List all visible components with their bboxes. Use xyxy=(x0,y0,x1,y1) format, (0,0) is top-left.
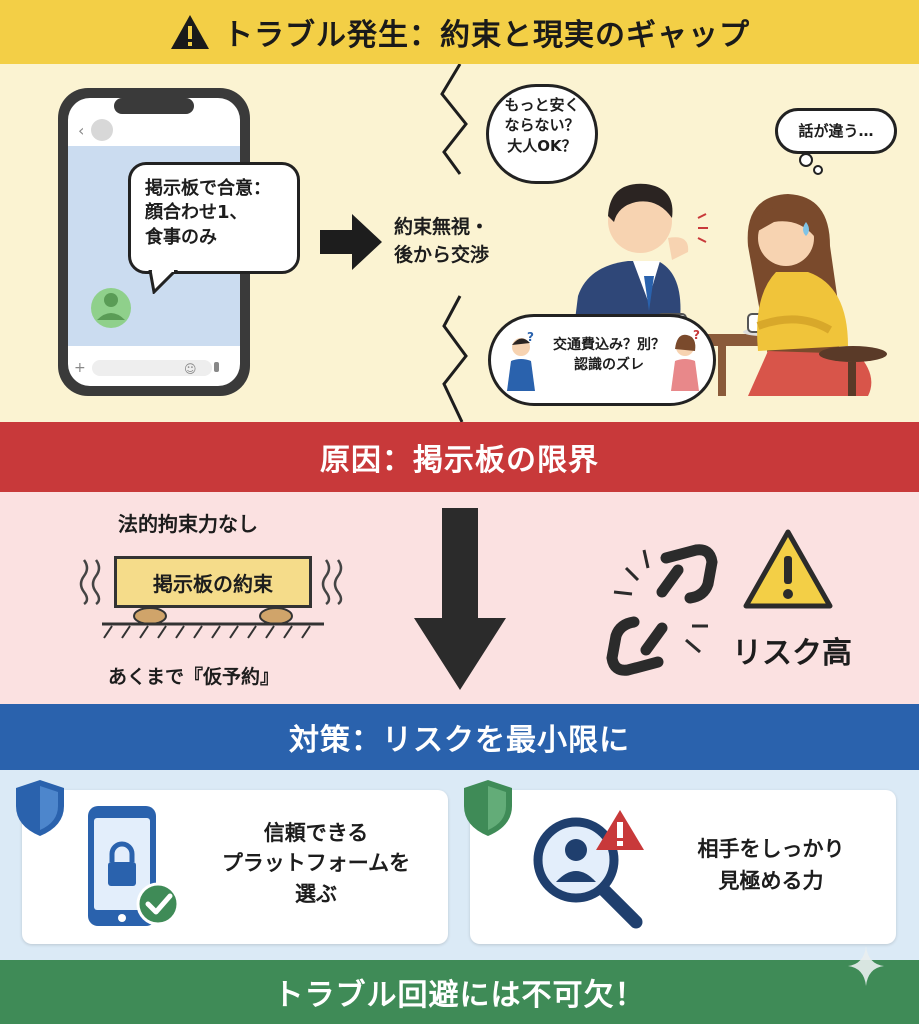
gap-text: 交通費込み？別？ 認識のズレ xyxy=(553,337,665,374)
section2-body: 法的拘束力なし 掲示板の約束 あくまで『仮予約』 リスク高 xyxy=(0,492,919,704)
chat-bubble-tail xyxy=(148,270,178,294)
section1-title: トラブル発生：約束と現実のギャップ xyxy=(223,18,750,53)
footer-text: トラブル回避には不可欠！ xyxy=(273,978,646,1013)
vibration-left-icon xyxy=(79,559,101,606)
section3-header: 対策：リスクを最小限に xyxy=(0,704,919,770)
zigzag-divider xyxy=(440,64,468,422)
section3-body: 信頼できる プラットフォームを 選ぶ 相手をしっかり 見極める力 xyxy=(0,770,919,960)
vibration-right-icon xyxy=(321,559,343,606)
risk-warning-icon xyxy=(743,529,833,609)
footer-banner: トラブル回避には不可欠！ xyxy=(0,960,919,1024)
card2-text: 相手をしっかり 見極める力 xyxy=(697,837,845,893)
unstable-base-illustration xyxy=(102,608,324,639)
woman-thought-bubble: 話が違う… xyxy=(775,108,897,154)
warning-icon xyxy=(171,15,209,49)
countermeasure-card-platform: 信頼できる プラットフォームを 選ぶ xyxy=(22,790,448,944)
magnifier-person-icon xyxy=(533,810,644,929)
man-speech-bubble: もっと安く ならない？ 大人OK？ xyxy=(486,84,598,184)
tentative-booking-label: あくまで『仮予約』 xyxy=(108,666,280,688)
broken-chain-icon xyxy=(606,544,718,676)
arrow-label: 約束無視・ 後から交渉 xyxy=(394,216,490,266)
svg-text:+: + xyxy=(74,360,86,376)
locked-phone-icon xyxy=(88,806,180,926)
section2-title: 原因：掲示板の限界 xyxy=(320,443,599,478)
svg-text:☺: ☺ xyxy=(184,362,197,376)
shield-blue-icon xyxy=(16,780,64,836)
section1-header: トラブル発生：約束と現実のギャップ xyxy=(0,0,919,64)
right-arrow-icon xyxy=(320,214,382,270)
sign-board: 掲示板の約束 xyxy=(114,556,312,608)
gap-bubble: ? 交通費込み？別？ 認識のズレ ? xyxy=(488,314,716,406)
shield-green-icon xyxy=(464,780,512,836)
countermeasure-card-judgement: 相手をしっかり 見極める力 xyxy=(470,790,896,944)
chat-message-bubble: 掲示板で合意： 顔合わせ1、 食事のみ xyxy=(128,162,300,274)
thought-dots xyxy=(799,153,823,175)
down-arrow-icon xyxy=(414,508,506,690)
man-shrug-icon: ? xyxy=(507,331,535,391)
svg-text:?: ? xyxy=(527,331,534,344)
section1-body: ‹ + ☺ 掲示板で合意： 顔合わせ1、 食事のみ 約束無視・ 後から交渉 もっ… xyxy=(0,64,919,422)
section3-title: 対策：リスクを最小限に xyxy=(289,723,630,758)
card1-text: 信頼できる プラットフォームを 選ぶ xyxy=(221,821,411,906)
svg-text:?: ? xyxy=(693,329,700,342)
svg-text:‹: ‹ xyxy=(78,121,84,140)
woman-shrug-icon: ? xyxy=(671,329,700,391)
high-risk-label: リスク高 xyxy=(732,636,852,671)
no-legal-binding-label: 法的拘束力なし xyxy=(118,512,258,536)
sparkle-icon xyxy=(848,946,884,986)
section2-header: 原因：掲示板の限界 xyxy=(0,422,919,492)
